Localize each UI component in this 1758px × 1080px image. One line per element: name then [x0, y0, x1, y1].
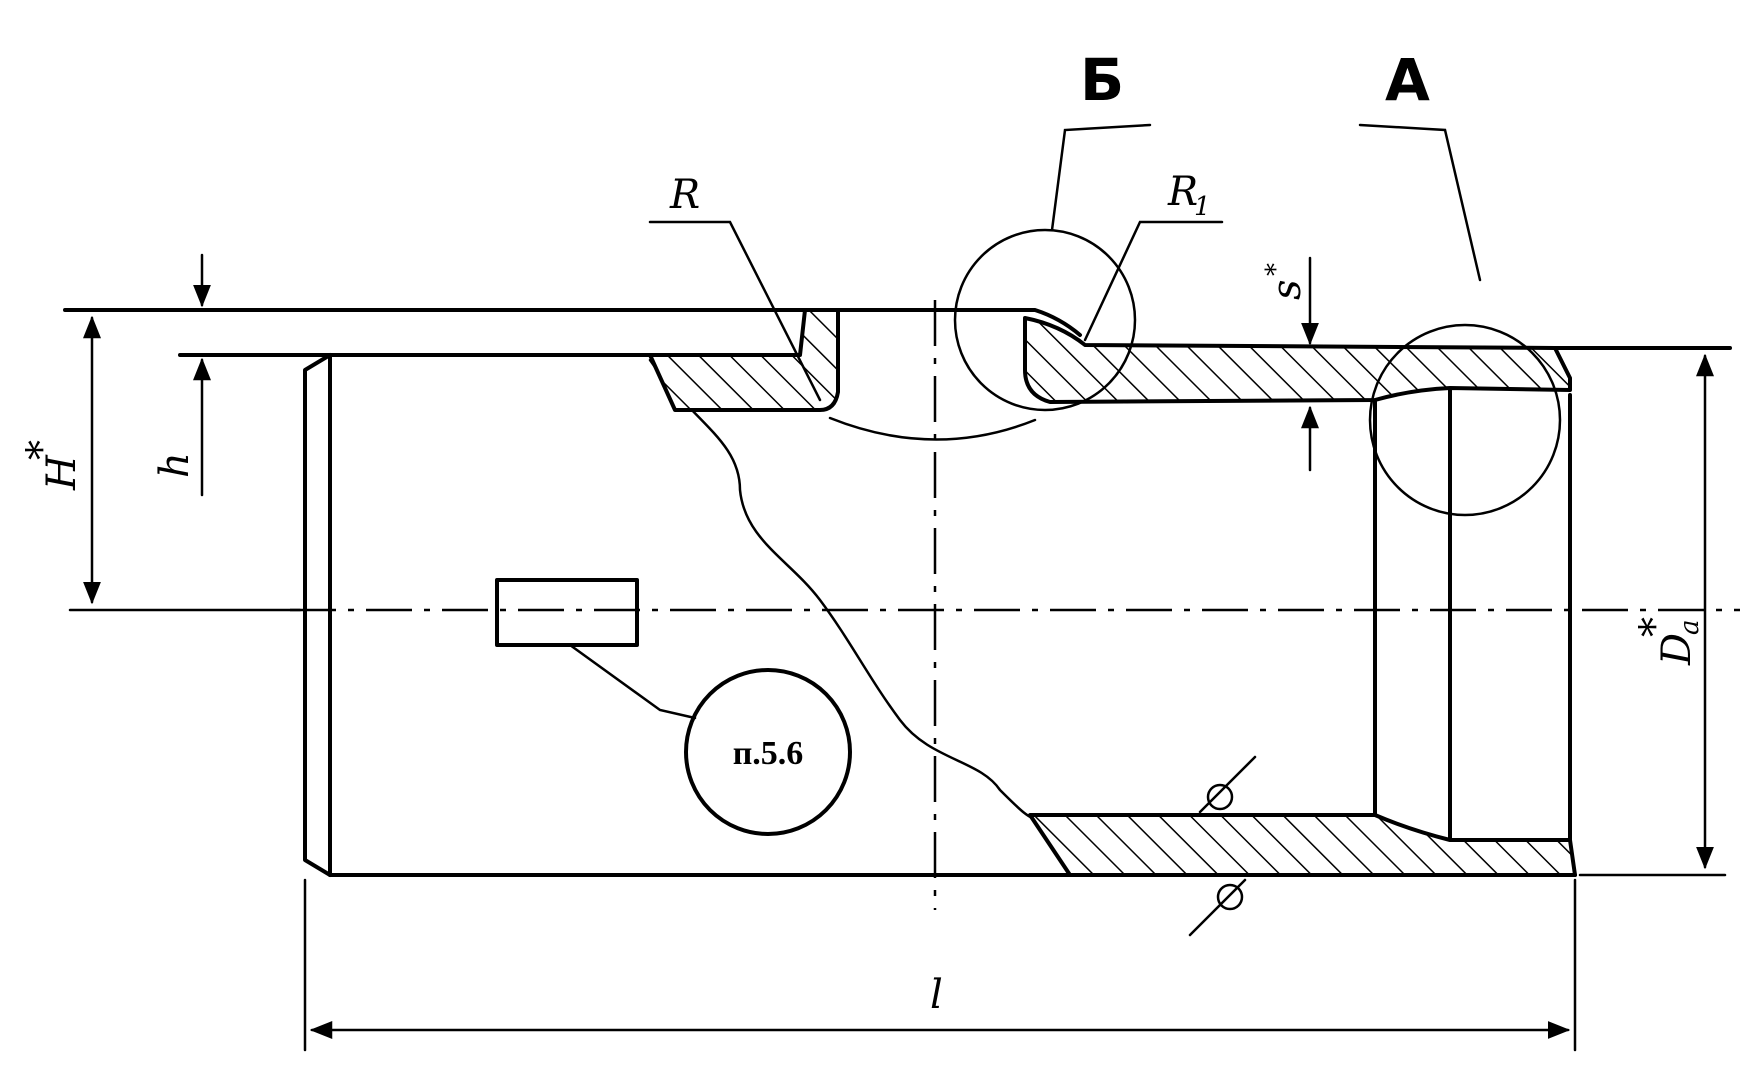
- label-diameter-d: D: [1654, 633, 1700, 666]
- surface-mark-bottom: [1188, 878, 1247, 937]
- note-circle: [684, 668, 852, 836]
- label-radius-r: R: [669, 172, 700, 218]
- label-radius-r1-sub: 1: [1194, 192, 1211, 222]
- label-diameter-d-sub: a: [1675, 619, 1705, 635]
- label-view-a: А: [1385, 46, 1430, 114]
- leader-r: [648, 220, 822, 402]
- leader-a: [1358, 123, 1482, 282]
- label-view-b: Б: [1080, 46, 1124, 114]
- label-wall-s: s: [1264, 279, 1310, 300]
- detail-circle-b: [953, 228, 1137, 412]
- label-wall-s-star: *: [1261, 263, 1291, 276]
- label-height-h-big-star: *: [19, 440, 65, 460]
- surface-mark-top: [1198, 755, 1257, 814]
- detail-circle-a: [1368, 323, 1562, 517]
- leader-b: [1050, 123, 1152, 232]
- hatch-right-top: [1023, 316, 1572, 404]
- hatch-left-boss: [648, 308, 840, 412]
- label-note-ref: п.5.6: [733, 735, 804, 772]
- label-length-l: l: [930, 972, 943, 1018]
- leader-r1: [1083, 220, 1224, 342]
- break-line: [648, 358, 1042, 822]
- label-height-h-big: H: [39, 454, 85, 491]
- label-height-h: h: [152, 452, 198, 478]
- label-radius-r1: R: [1167, 169, 1198, 215]
- boss-top-outline: [63, 308, 1082, 337]
- label-diameter-d-star: *: [1632, 617, 1678, 637]
- hatch-bottom: [1028, 813, 1577, 877]
- leader-note: [568, 643, 697, 720]
- marking-rectangle: [495, 578, 639, 647]
- pipe-left-end: [303, 353, 332, 877]
- hole-arc: [828, 416, 1037, 441]
